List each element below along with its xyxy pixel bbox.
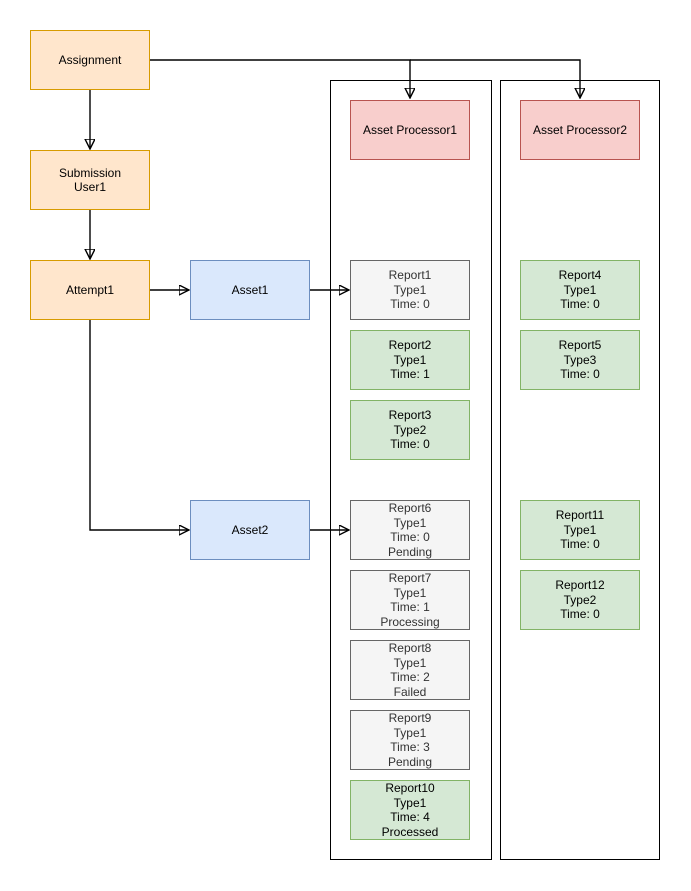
node-report2: Report2 Type1 Time: 1	[350, 330, 470, 390]
report-time: Time: 1	[390, 600, 430, 614]
report-name: Report7	[388, 571, 432, 585]
report-time: Time: 0	[390, 437, 430, 452]
report-time: Time: 0	[560, 607, 600, 622]
report-status: Processed	[381, 824, 439, 839]
report-time: Time: 0	[560, 297, 600, 312]
node-asset-processor1: Asset Processor1	[350, 100, 470, 160]
node-report10: Report10 Type1 Time: 4 Processed	[350, 780, 470, 840]
node-report11: Report11 Type1 Time: 0	[520, 500, 640, 560]
report-name: Report12	[555, 578, 605, 593]
node-asset1: Asset1	[190, 260, 310, 320]
node-asset-processor2: Asset Processor2	[520, 100, 640, 160]
report-type: Type1	[563, 282, 597, 297]
node-attempt1-label: Attempt1	[65, 282, 115, 297]
node-attempt1: Attempt1	[30, 260, 150, 320]
node-asset-processor1-label: Asset Processor1	[362, 122, 458, 137]
report-time: Time: 1	[390, 367, 430, 382]
node-report4: Report4 Type1 Time: 0	[520, 260, 640, 320]
node-report3: Report3 Type2 Time: 0	[350, 400, 470, 460]
report-type: Type1	[393, 282, 427, 297]
report-name: Report10	[385, 781, 435, 795]
report-type: Type1	[563, 522, 597, 537]
processor2-container	[500, 80, 660, 860]
node-assignment-label: Assignment	[58, 52, 122, 67]
report-name: Report1	[388, 268, 432, 283]
node-submission-user1: Submission User1	[30, 150, 150, 210]
report-time: Time: 2	[390, 670, 430, 684]
report-name: Report3	[388, 408, 432, 423]
node-asset2: Asset2	[190, 500, 310, 560]
report-status: Processing	[380, 614, 440, 629]
node-report8: Report8 Type1 Time: 2 Failed	[350, 640, 470, 700]
node-report12: Report12 Type2 Time: 0	[520, 570, 640, 630]
report-name: Report6	[388, 501, 432, 515]
report-type: Type1	[393, 795, 427, 810]
node-report7: Report7 Type1 Time: 1 Processing	[350, 570, 470, 630]
report-status: Failed	[393, 684, 427, 699]
report-type: Type1	[393, 585, 427, 600]
report-type: Type1	[393, 352, 427, 367]
node-submission-label-line2: User1	[73, 180, 106, 194]
node-asset1-label: Asset1	[231, 282, 269, 297]
report-type: Type2	[393, 422, 427, 437]
node-asset2-label: Asset2	[231, 522, 269, 537]
report-name: Report11	[555, 508, 605, 523]
report-time: Time: 0	[390, 530, 430, 544]
report-name: Report2	[388, 338, 432, 353]
report-time: Time: 4	[390, 810, 430, 824]
report-type: Type1	[393, 515, 427, 530]
report-type: Type1	[393, 725, 427, 740]
report-name: Report9	[388, 711, 432, 725]
report-time: Time: 0	[390, 297, 430, 312]
report-name: Report5	[558, 338, 602, 353]
report-name: Report8	[388, 641, 432, 655]
report-type: Type1	[393, 655, 427, 670]
report-status: Pending	[387, 544, 433, 559]
report-time: Time: 0	[560, 367, 600, 382]
report-time: Time: 3	[390, 740, 430, 754]
node-asset-processor2-label: Asset Processor2	[532, 122, 628, 137]
node-report9: Report9 Type1 Time: 3 Pending	[350, 710, 470, 770]
report-type: Type3	[563, 352, 597, 367]
report-time: Time: 0	[560, 537, 600, 552]
node-submission-label-line1: Submission	[58, 165, 122, 180]
report-name: Report4	[558, 268, 602, 283]
report-status: Pending	[387, 754, 433, 769]
node-report1: Report1 Type1 Time: 0	[350, 260, 470, 320]
report-type: Type2	[563, 592, 597, 607]
node-report6: Report6 Type1 Time: 0 Pending	[350, 500, 470, 560]
node-assignment: Assignment	[30, 30, 150, 90]
node-report5: Report5 Type3 Time: 0	[520, 330, 640, 390]
edge-attempt1-to-asset2	[89, 320, 189, 530]
